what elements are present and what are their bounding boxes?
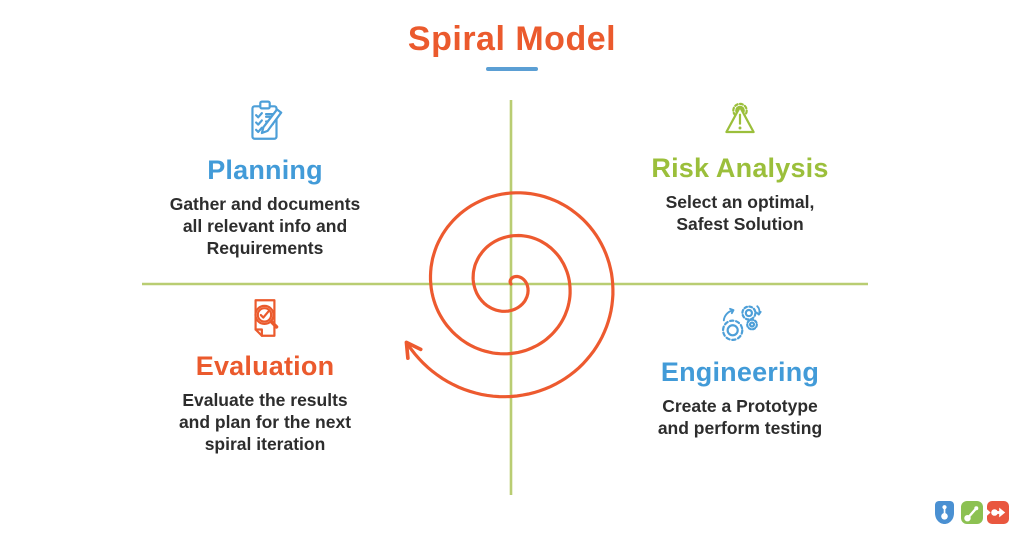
planning-description: Gather and documents all relevant info a… <box>169 194 361 259</box>
engineering-heading: Engineering <box>660 357 820 387</box>
page-title: Spiral Model <box>407 20 617 58</box>
evaluation-heading: Evaluation <box>195 351 335 381</box>
planning-heading: Planning <box>207 155 323 185</box>
quadrant-planning: Planning Gather and documents all releva… <box>120 99 410 259</box>
engineering-description: Create a Prototype and perform testing <box>657 396 823 439</box>
evaluation-description: Evaluate the results and plan for the ne… <box>178 390 352 455</box>
brand-logo <box>935 501 1009 524</box>
quadrant-evaluation: Evaluation Evaluate the results and plan… <box>120 295 410 455</box>
diagonal-link-icon <box>961 501 983 524</box>
quadrant-risk-analysis: Risk Analysis Select an optimal, Safest … <box>595 97 885 235</box>
arrow-dot-icon <box>987 501 1009 524</box>
spiral-arrow <box>404 191 615 399</box>
gears-icon <box>721 305 762 341</box>
quadrant-engineering: Engineering Create a Prototype and perfo… <box>595 301 885 439</box>
document-magnifier-check-icon <box>254 299 279 337</box>
risk-analysis-heading: Risk Analysis <box>651 153 829 183</box>
risk-analysis-description: Select an optimal, Safest Solution <box>665 192 815 235</box>
clipboard-checklist-icon <box>251 100 283 140</box>
warning-triangle-gear-icon <box>725 102 755 134</box>
title-underline <box>486 67 538 71</box>
shield-pin-icon <box>935 501 954 524</box>
